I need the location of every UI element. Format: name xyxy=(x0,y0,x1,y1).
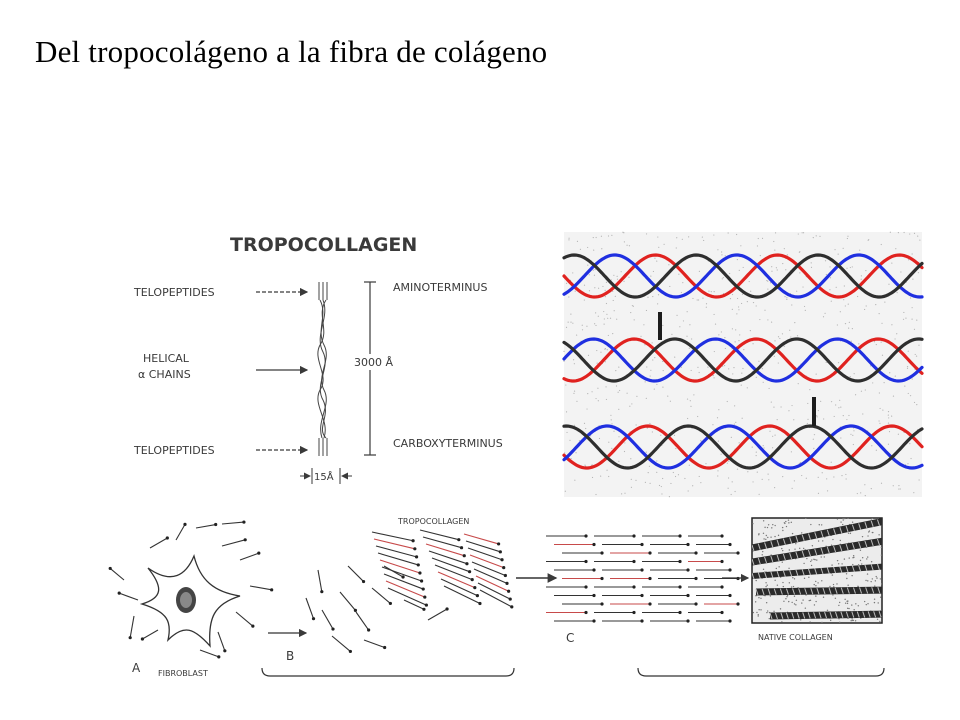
helix-chain xyxy=(562,253,924,299)
helical-label-line1: HELICAL xyxy=(143,352,190,365)
collagen-rods xyxy=(108,520,740,659)
helical-label-line2: α CHAINS xyxy=(138,368,191,381)
fibroblast-label: FIBROBLAST xyxy=(158,669,208,678)
helix-chain xyxy=(562,424,924,470)
length-label: 3000 Å xyxy=(354,356,393,369)
helix-chain xyxy=(562,253,924,299)
telopeptides-bottom-label: TELOPEPTIDES xyxy=(133,444,215,457)
helix-chain xyxy=(562,424,924,470)
slide-title: Del tropocolágeno a la fibra de colágeno xyxy=(35,34,548,69)
bracket-left xyxy=(261,667,515,677)
tropocollagen-panel: TROPOCOLLAGEN TELOPEPTIDES HELICAL α CHA… xyxy=(133,234,503,484)
stage-c-label: C xyxy=(566,631,574,645)
stage-b-label: B xyxy=(286,649,294,663)
width-label: 15Å xyxy=(314,470,334,483)
native-collagen-fibers xyxy=(752,518,882,620)
assembly-panel: A FIBROBLAST B TROPOCOLLAGEN C NATIVE CO… xyxy=(108,517,885,678)
aminoterminus-label: AMINOTERMINUS xyxy=(393,281,487,294)
carboxyterminus-label: CARBOXYTERMINUS xyxy=(393,437,503,450)
helix-rows xyxy=(562,253,924,470)
stage-a-label: A xyxy=(132,661,141,675)
width-marker xyxy=(300,468,352,484)
helix-chain xyxy=(562,337,924,383)
bracket-right xyxy=(637,667,885,677)
tropocollagen-heading: TROPOCOLLAGEN xyxy=(230,234,417,256)
triple-helix-panel xyxy=(562,231,924,498)
helix-chain xyxy=(562,337,924,383)
helix-chain xyxy=(562,424,924,470)
helix-chain xyxy=(562,337,924,383)
fibroblast-cell xyxy=(139,553,241,648)
telopeptides-top-label: TELOPEPTIDES xyxy=(133,286,215,299)
tropocollagen-molecule xyxy=(317,282,328,456)
helix-chain xyxy=(562,253,924,299)
native-collagen-label: NATIVE COLLAGEN xyxy=(758,633,833,642)
tropocollagen-small-label: TROPOCOLLAGEN xyxy=(397,517,469,526)
